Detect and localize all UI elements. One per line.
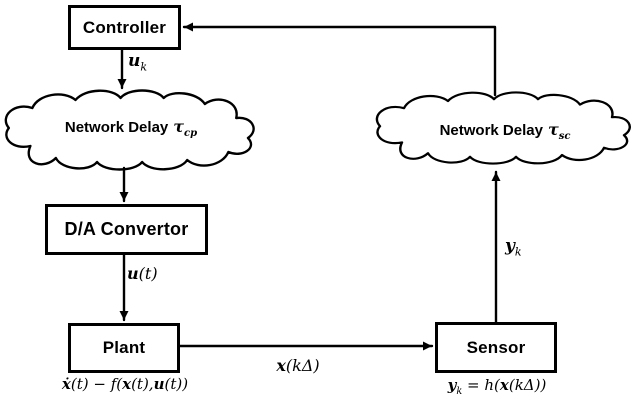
plant-block: Plant [68, 323, 180, 373]
da-convertor-label: D/A Convertor [64, 219, 189, 239]
tau-symbol: τ [547, 120, 559, 139]
signal-ut-label: u(t) [127, 264, 158, 283]
sensor-label: Sensor [466, 337, 526, 357]
sensor-equation: yk = h(x(kΔ)) [447, 376, 547, 397]
network-delay-cp-text: Network Delay [64, 119, 169, 136]
controller-block: Controller [68, 5, 181, 50]
tau-cp-subscript: cp [184, 128, 198, 139]
signal-yk-label: yk [505, 236, 522, 259]
tau-symbol: τ [173, 117, 185, 136]
network-delay-sc-cloud [375, 91, 631, 165]
sensor-block: Sensor [435, 322, 557, 373]
signal-uk-label: uk [128, 51, 148, 74]
network-delay-cp-cloud [4, 89, 255, 171]
tau-sc-subscript: sc [558, 131, 571, 142]
signal-xkdelta-label: x(kΔ) [276, 356, 320, 375]
plant-equation: ẋ(t) − f(x(t),u(t)) [61, 375, 189, 393]
da-convertor-block: D/A Convertor [45, 204, 208, 255]
controller-label: Controller [82, 17, 167, 37]
network-delay-sc-text: Network Delay [439, 122, 543, 139]
plant-label: Plant [102, 338, 146, 357]
arrow-cloud-sc-to-controller [182, 22, 497, 97]
